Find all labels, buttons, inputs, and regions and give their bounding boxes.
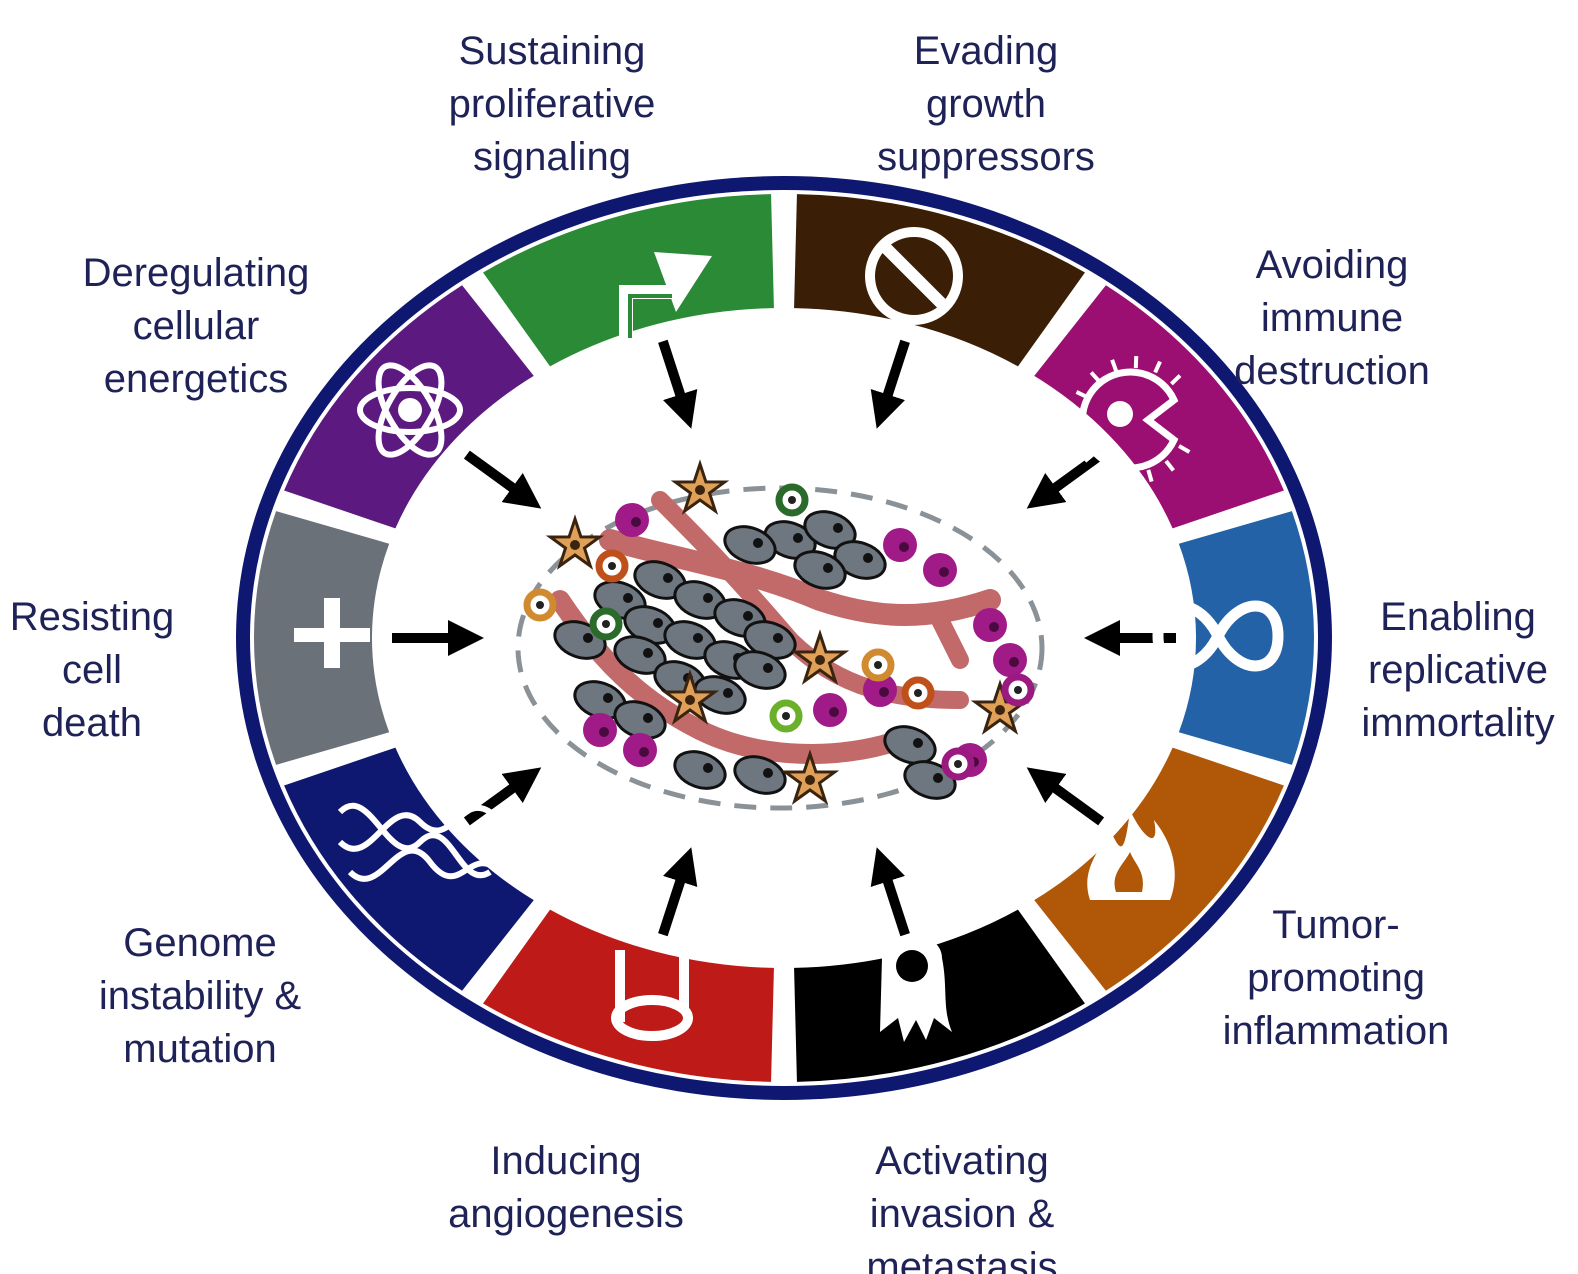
label-genome: instability & xyxy=(99,974,302,1018)
tumor-cell xyxy=(793,550,847,590)
label-genome: mutation xyxy=(123,1027,276,1071)
label-invasion: metastasis xyxy=(866,1245,1057,1274)
label-sustaining: signaling xyxy=(473,135,631,179)
tumor-cell xyxy=(723,525,777,565)
arrow-evading xyxy=(870,339,910,429)
label-inflammation: inflammation xyxy=(1223,1009,1450,1053)
segment-sustaining xyxy=(483,194,774,367)
arrow-invasion xyxy=(870,847,910,937)
label-angiogenesis: Inducing xyxy=(490,1139,641,1183)
segment-evading xyxy=(794,194,1085,367)
flame-icon xyxy=(1087,810,1175,900)
tumor-cell xyxy=(803,510,857,550)
tumor-cell xyxy=(763,520,817,560)
stromal-cells xyxy=(523,459,1035,805)
segment-immortality xyxy=(1178,511,1314,765)
infinity-icon xyxy=(1152,600,1284,672)
label-angiogenesis: angiogenesis xyxy=(448,1192,684,1236)
arrow-inflammation xyxy=(1026,767,1105,826)
bent-arrow-icon xyxy=(619,252,712,340)
label-evading: suppressors xyxy=(877,135,1095,179)
blood-vessel xyxy=(931,611,969,669)
arrow-immune xyxy=(1026,450,1105,509)
dna-icon xyxy=(337,802,503,882)
label-immortality: Enabling xyxy=(1380,595,1536,639)
label-immortality: immortality xyxy=(1361,701,1554,745)
label-energetics: energetics xyxy=(104,357,289,401)
label-evading: growth xyxy=(926,82,1046,126)
arrow-angiogenesis xyxy=(658,847,698,937)
tumor-cells xyxy=(553,510,957,800)
immune-cell-icon xyxy=(1070,355,1191,484)
label-immune: immune xyxy=(1261,296,1403,340)
tumor-cell xyxy=(673,750,727,790)
label-sustaining: Sustaining xyxy=(459,29,646,73)
label-invasion: Activating xyxy=(875,1139,1048,1183)
arrow-energetics xyxy=(463,450,542,509)
hallmark-labels: Sustaining proliferative signaling Evading g… xyxy=(10,29,1555,1274)
label-inflammation: promoting xyxy=(1247,956,1425,1000)
tumor-cell xyxy=(733,650,787,690)
segment-immune xyxy=(1034,285,1284,529)
no-entry-icon xyxy=(865,227,963,325)
tumor-cell xyxy=(883,725,937,765)
label-sustaining: proliferative xyxy=(449,82,656,126)
inward-arrows xyxy=(392,339,1176,937)
label-death: Resisting xyxy=(10,595,175,639)
segment-angiogenesis xyxy=(483,909,774,1082)
tumor-cell xyxy=(733,755,787,795)
label-evading: Evading xyxy=(914,29,1059,73)
label-immune: Avoiding xyxy=(1256,243,1409,287)
blood-vessel-icon xyxy=(611,938,693,1041)
label-immune: destruction xyxy=(1234,349,1430,393)
label-energetics: cellular xyxy=(133,304,260,348)
label-invasion: invasion & xyxy=(870,1192,1055,1236)
arrow-sustaining xyxy=(658,339,698,429)
label-inflammation: Tumor- xyxy=(1272,903,1399,947)
label-energetics: Deregulating xyxy=(83,251,310,295)
arrow-genome xyxy=(463,767,542,826)
label-death: cell xyxy=(62,648,122,692)
tombstone-cross-icon xyxy=(294,598,370,668)
tumor-cell xyxy=(903,760,957,800)
label-death: death xyxy=(42,701,142,745)
label-genome: Genome xyxy=(123,921,276,965)
label-immortality: replicative xyxy=(1368,648,1548,692)
invading-cell-icon xyxy=(880,935,952,1042)
hallmark-icons xyxy=(294,227,1284,1042)
tumor-cell xyxy=(833,540,887,580)
tumor-microenvironment xyxy=(515,459,1045,811)
